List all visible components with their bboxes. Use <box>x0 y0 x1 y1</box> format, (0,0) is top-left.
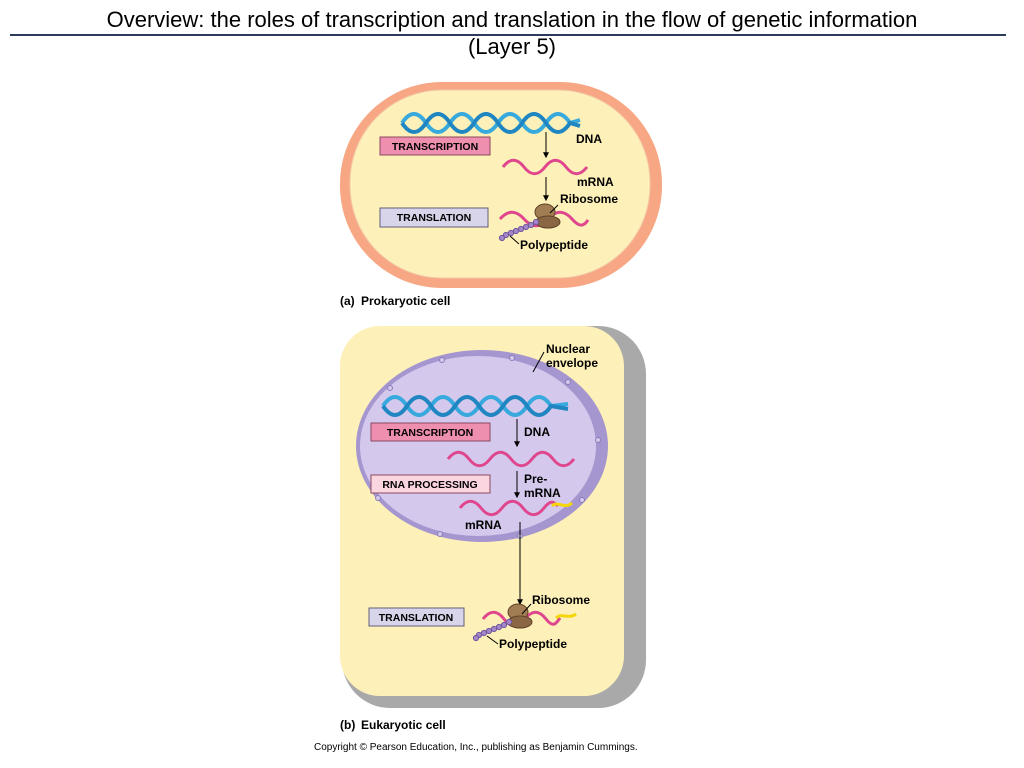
nuclear-envelope-label-line1: Nuclear <box>546 342 590 356</box>
caption-b-text: Eukaryotic cell <box>361 718 446 732</box>
ribosome-label: Ribosome <box>560 192 618 206</box>
slide-title: Overview: the roles of transcription and… <box>0 6 1024 60</box>
translation-label: TRANSLATION <box>379 612 453 624</box>
caption-b-letter: (b) <box>340 718 355 732</box>
transcription-box: TRANSCRIPTION <box>370 422 491 442</box>
pre-mrna-strand <box>446 450 576 468</box>
mrna-label: mRNA <box>465 518 502 532</box>
translation-box: TRANSLATION <box>368 607 465 627</box>
prokaryotic-cell: TRANSCRIPTION TRANSLATION DNA mRNA Ribos… <box>340 82 662 288</box>
rna-processing-box: RNA PROCESSING <box>370 474 491 494</box>
pre-mrna-label-line1: Pre- <box>524 472 547 486</box>
dna-strand-2 <box>400 112 581 134</box>
translation-label: TRANSLATION <box>397 212 471 224</box>
transcription-label: TRANSCRIPTION <box>392 141 478 153</box>
transcription-label: TRANSCRIPTION <box>387 427 473 439</box>
title-line-2: (Layer 5) <box>467 34 557 59</box>
nucleus <box>360 356 596 536</box>
translating-mrna-tail <box>554 612 577 620</box>
transcription-box: TRANSCRIPTION <box>379 136 491 156</box>
rna-processing-label: RNA PROCESSING <box>382 479 477 491</box>
ribosome-label: Ribosome <box>532 593 590 607</box>
nuclear-envelope-label-line2: envelope <box>546 356 598 370</box>
caption-a-text: Prokaryotic cell <box>361 294 450 308</box>
mrna-label: mRNA <box>577 175 614 189</box>
dna-strand-2 <box>381 395 569 417</box>
title-line-1: Overview: the roles of transcription and… <box>106 7 918 32</box>
polypeptide-label: Polypeptide <box>520 238 588 252</box>
dna-label: DNA <box>576 132 602 146</box>
caption-a-letter: (a) <box>340 294 355 308</box>
eukaryotic-cell: TRANSCRIPTION RNA PROCESSING TRANSLATION… <box>340 326 646 708</box>
translation-box: TRANSLATION <box>379 207 489 228</box>
copyright-notice: Copyright © Pearson Education, Inc., pub… <box>314 742 638 753</box>
mrna-strand <box>458 499 560 517</box>
dna-label: DNA <box>524 425 550 439</box>
polypeptide-label: Polypeptide <box>499 637 567 651</box>
mrna-tail <box>550 501 573 508</box>
polypeptide-chain <box>498 218 540 242</box>
pre-mrna-label-line2: mRNA <box>524 486 561 500</box>
nuclear-pores <box>375 355 601 539</box>
mrna-strand <box>501 158 589 176</box>
ribosome-icon <box>507 603 533 629</box>
polypeptide-chain <box>472 618 513 642</box>
title-divider <box>10 34 1006 36</box>
